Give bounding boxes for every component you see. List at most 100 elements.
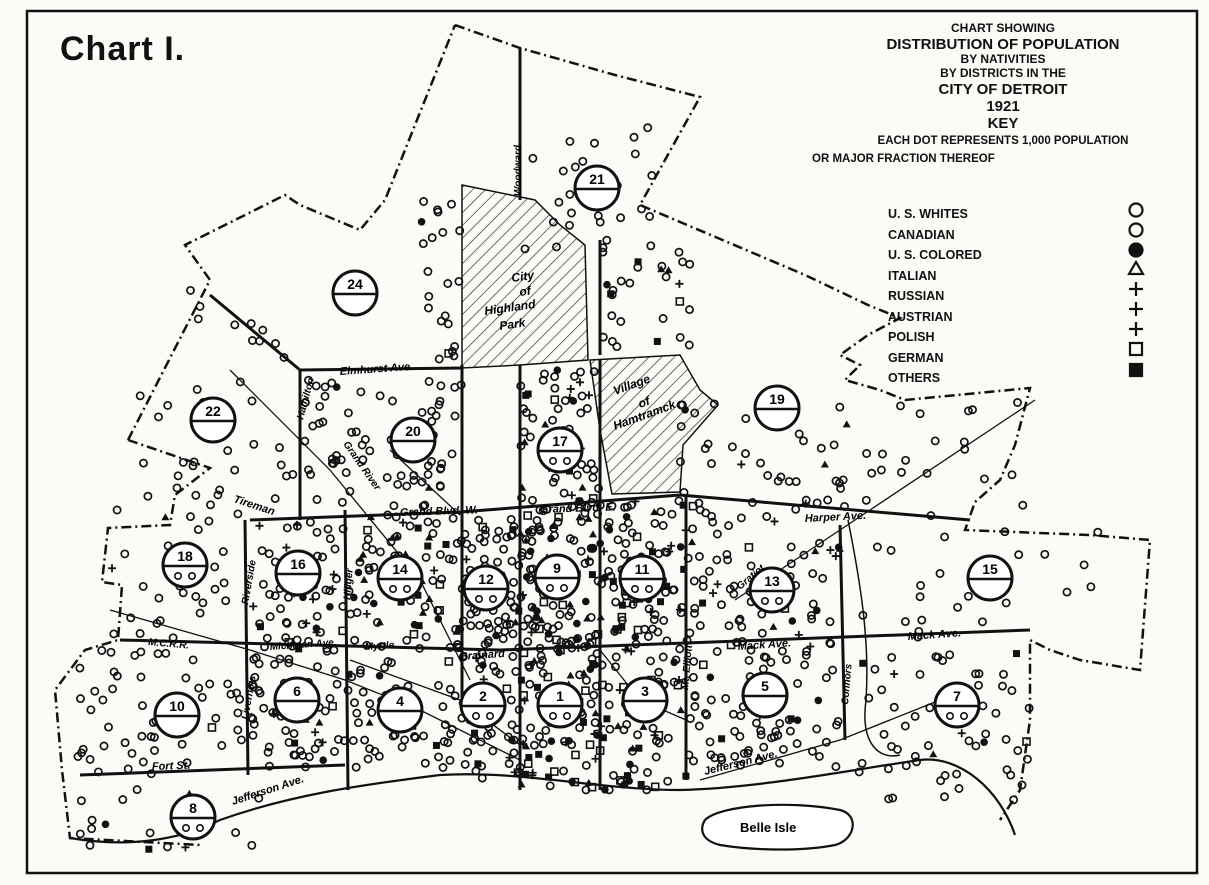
dot-white [656, 507, 666, 517]
dot-white [631, 639, 641, 649]
dot-colored [434, 615, 443, 623]
dot-white [735, 731, 745, 741]
dot-white [884, 794, 894, 804]
dot-white [424, 303, 433, 313]
dot-white [784, 476, 794, 486]
dot-plus [329, 570, 338, 579]
dot-white [251, 653, 261, 663]
dot-white [233, 509, 243, 519]
dot-white [915, 669, 925, 679]
dot-italian [424, 483, 433, 491]
dot-white [318, 552, 328, 562]
dot-plus [430, 566, 439, 575]
dot-white [123, 764, 133, 774]
dot-others [525, 754, 533, 762]
dot-white [452, 640, 462, 649]
dot-german [554, 512, 563, 522]
dot-plus [510, 768, 519, 777]
dot-white [684, 750, 694, 760]
dot-white [527, 602, 537, 612]
dot-white [351, 762, 361, 772]
dot-white [392, 531, 402, 541]
dot-others [414, 591, 422, 599]
dot-plus [826, 546, 835, 555]
dot-white [143, 491, 153, 501]
dot-white [940, 792, 949, 802]
dot-german [435, 606, 444, 615]
dot-white [443, 279, 453, 288]
dot-italian [522, 742, 531, 750]
dot-white [643, 123, 653, 133]
dot-white [365, 744, 375, 754]
dot-white [493, 616, 503, 626]
key-row: U. S. Whites [888, 204, 1124, 225]
dot-white [597, 660, 607, 670]
dot-colored [569, 397, 578, 405]
dot-white [388, 731, 398, 741]
dot-white [246, 713, 256, 723]
dot-plus [713, 580, 722, 589]
dot-white [431, 411, 441, 421]
dot-white [258, 325, 268, 335]
dot-white [354, 718, 363, 728]
dot-white [455, 226, 465, 236]
dot-italian [359, 550, 368, 558]
dot-white [766, 657, 776, 667]
dot-white [279, 352, 289, 362]
dot-white [776, 472, 786, 482]
dot-german [588, 494, 598, 503]
dot-white [516, 381, 526, 391]
dot-plus [249, 602, 258, 611]
dot-white [489, 661, 499, 671]
dot-white [428, 529, 438, 538]
dot-white [306, 470, 316, 479]
dot-white [725, 584, 735, 594]
dot-white [564, 611, 574, 621]
dot-white [281, 633, 291, 643]
dot-white [808, 599, 818, 609]
dot-white [519, 404, 529, 414]
dot-white [607, 311, 617, 321]
dot-white [1007, 686, 1017, 696]
dot-white [648, 624, 658, 634]
dot-white [808, 569, 818, 579]
dot-white [840, 501, 849, 511]
key-row: Russian [888, 286, 1124, 307]
dot-white [161, 648, 171, 658]
dot-white [435, 464, 445, 474]
dot-others [1012, 650, 1020, 658]
dot-others [618, 601, 626, 609]
dot-white [188, 655, 198, 665]
dot-white [675, 332, 685, 342]
dot-white [226, 689, 236, 699]
dot-white [516, 441, 526, 451]
dot-white [756, 458, 765, 468]
dot-white [604, 682, 614, 692]
dot-plus [527, 660, 536, 669]
dot-white [230, 320, 240, 330]
dot-white [301, 762, 310, 772]
district-number: 7 [953, 688, 961, 704]
dot-white [642, 785, 652, 795]
dot-white [595, 500, 605, 510]
dot-white [268, 708, 278, 717]
dot-white [264, 549, 274, 559]
dot-white [135, 629, 145, 638]
dot-plus [462, 555, 471, 564]
dot-white [409, 470, 419, 480]
dot-white [213, 490, 223, 500]
dot-colored [319, 756, 328, 764]
dot-german [675, 297, 685, 306]
dot-white [312, 495, 322, 504]
dot-white [257, 546, 267, 556]
dot-white [668, 585, 678, 595]
dot-white [344, 586, 354, 596]
dot-white [474, 515, 484, 525]
dot-white [682, 636, 692, 645]
dot-colored [573, 619, 581, 628]
district-number: 12 [478, 571, 494, 587]
dot-german [543, 672, 553, 682]
dot-plus [255, 521, 264, 530]
dot-white [106, 647, 116, 657]
dot-white [312, 611, 322, 621]
